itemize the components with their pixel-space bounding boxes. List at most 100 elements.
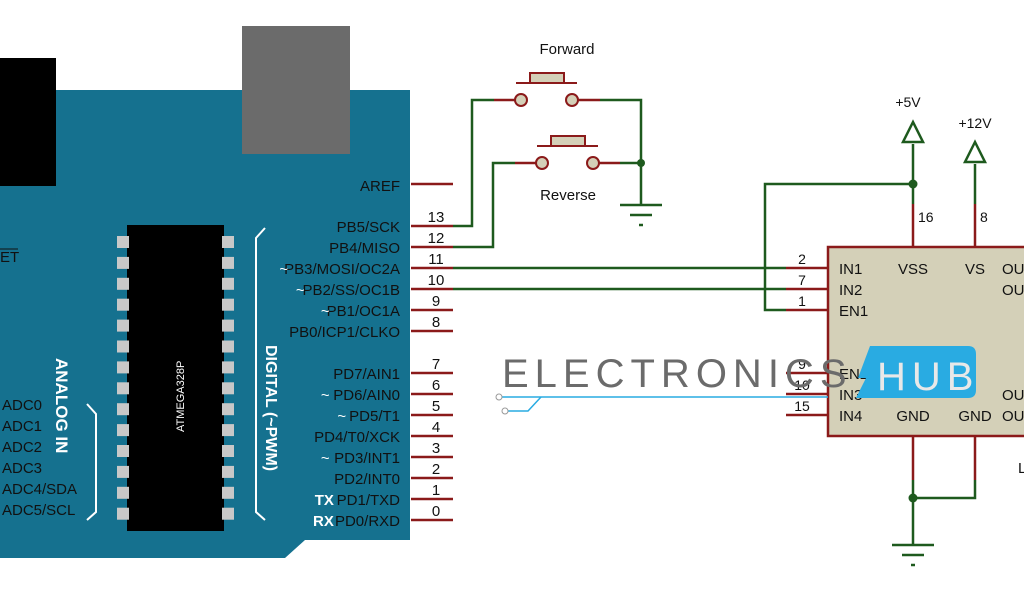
out-label: OU: [1002, 408, 1024, 425]
pin-number: 9: [432, 293, 440, 310]
pin-number: 6: [432, 377, 440, 394]
analog-pin-label: ADC3: [2, 460, 42, 477]
pin-label: PD3/INT1: [334, 450, 400, 467]
wire-forward-ground: [600, 98, 643, 204]
analog-pin-label: ADC1: [2, 418, 42, 435]
forward-button-cap: [529, 72, 565, 84]
vs-pin-number: 8: [980, 209, 988, 225]
pin-label: PD4/T0/XCK: [314, 429, 400, 446]
mcu-chip: [127, 225, 224, 531]
pin-prefix: ~: [279, 261, 288, 278]
vss-pin-number: 16: [918, 209, 934, 225]
power-5v-label: +5V: [895, 94, 921, 110]
wires: [453, 98, 977, 545]
out-label: OU: [1002, 387, 1024, 404]
chip-pad: [117, 236, 129, 248]
out-label: OU: [1002, 261, 1024, 278]
pin-label: IN4: [839, 408, 862, 425]
driver-body: [826, 245, 1024, 438]
pin-number: 9: [798, 356, 806, 372]
chip-pad: [117, 319, 129, 332]
pin-prefix: TX: [315, 492, 334, 509]
arduino-board: ET ATMEGA328P DIGITAL (~PWM) ANALOG IN A…: [0, 26, 453, 558]
motor-driver-ic: 16 8 VSS VS OU OU OU OU GND GND L 2IN17I…: [786, 204, 1024, 480]
pin-label: PD0/RXD: [335, 513, 400, 530]
power-12v-icon: +12V: [958, 115, 992, 164]
analog-pin-label: ADC5/SCL: [2, 502, 75, 519]
wire-pin13-forward: [453, 98, 494, 228]
junction-5v: [908, 179, 918, 189]
chip-pad: [222, 298, 234, 311]
pin-number: 7: [432, 356, 440, 373]
pin-label: PD6/AIN0: [333, 387, 400, 404]
wire-5v-en1: [763, 182, 913, 312]
chip-pad: [222, 486, 234, 499]
chip-pad: [222, 424, 234, 437]
chip-pad: [117, 507, 129, 520]
chip-pad: [222, 465, 234, 478]
gnd2-label: GND: [958, 408, 992, 425]
pin-prefix: ~: [296, 282, 305, 299]
pin-number: 8: [432, 314, 440, 331]
chip-pad: [222, 445, 234, 457]
chip-pad: [222, 403, 234, 416]
chip-pad: [117, 486, 129, 499]
forward-contact-right: [565, 93, 579, 107]
wire-gnd2: [913, 480, 977, 500]
pin-prefix: ~: [321, 303, 330, 320]
ground-icon: [620, 203, 662, 227]
pin-prefix: ~: [337, 408, 346, 425]
pin-number: 3: [432, 440, 440, 457]
usb-connector: [242, 26, 350, 154]
chip-pad: [117, 256, 129, 269]
reverse-contact-right: [586, 156, 600, 170]
forward-switch[interactable]: Forward: [494, 41, 600, 107]
reverse-switch[interactable]: Reverse: [515, 135, 620, 204]
junction-switch-ground: [637, 159, 645, 167]
chip-pad: [222, 382, 234, 395]
reverse-label: Reverse: [540, 187, 596, 204]
chip-label: ATMEGA328P: [175, 361, 187, 432]
pin-label: PB1/OC1A: [327, 303, 400, 320]
chip-pad: [117, 382, 129, 395]
chip-pad: [117, 424, 129, 437]
ground-icon: [892, 543, 934, 567]
digital-bracket: [255, 227, 266, 521]
analog-pin-label: ADC0: [2, 397, 42, 414]
pin-label: EN1: [839, 303, 868, 320]
pin-number: 4: [432, 419, 440, 436]
pin-number: 13: [428, 209, 445, 226]
chip-pad: [222, 319, 234, 332]
chip-pad: [117, 403, 129, 416]
pin-number: 10: [794, 377, 810, 393]
pin-label: PB4/MISO: [329, 240, 400, 257]
chip-pad: [222, 340, 234, 353]
pin-number: 1: [432, 482, 440, 499]
vss-label: VSS: [898, 261, 928, 278]
watermark-line-branch: [505, 396, 542, 412]
reverse-button-cap: [550, 135, 586, 147]
pin-label: PB0/ICP1/CLKO: [289, 324, 400, 341]
digital-pin-list: 13PB5/SCK12PB4/MISO11PB3/MOSI/OC2A~10PB2…: [279, 209, 453, 530]
pin-prefix: ~: [321, 450, 330, 467]
chip-pad: [117, 361, 129, 374]
pin-label: PB2/SS/OC1B: [302, 282, 400, 299]
pin-label: IN1: [839, 261, 862, 278]
vs-label: VS: [965, 261, 985, 278]
